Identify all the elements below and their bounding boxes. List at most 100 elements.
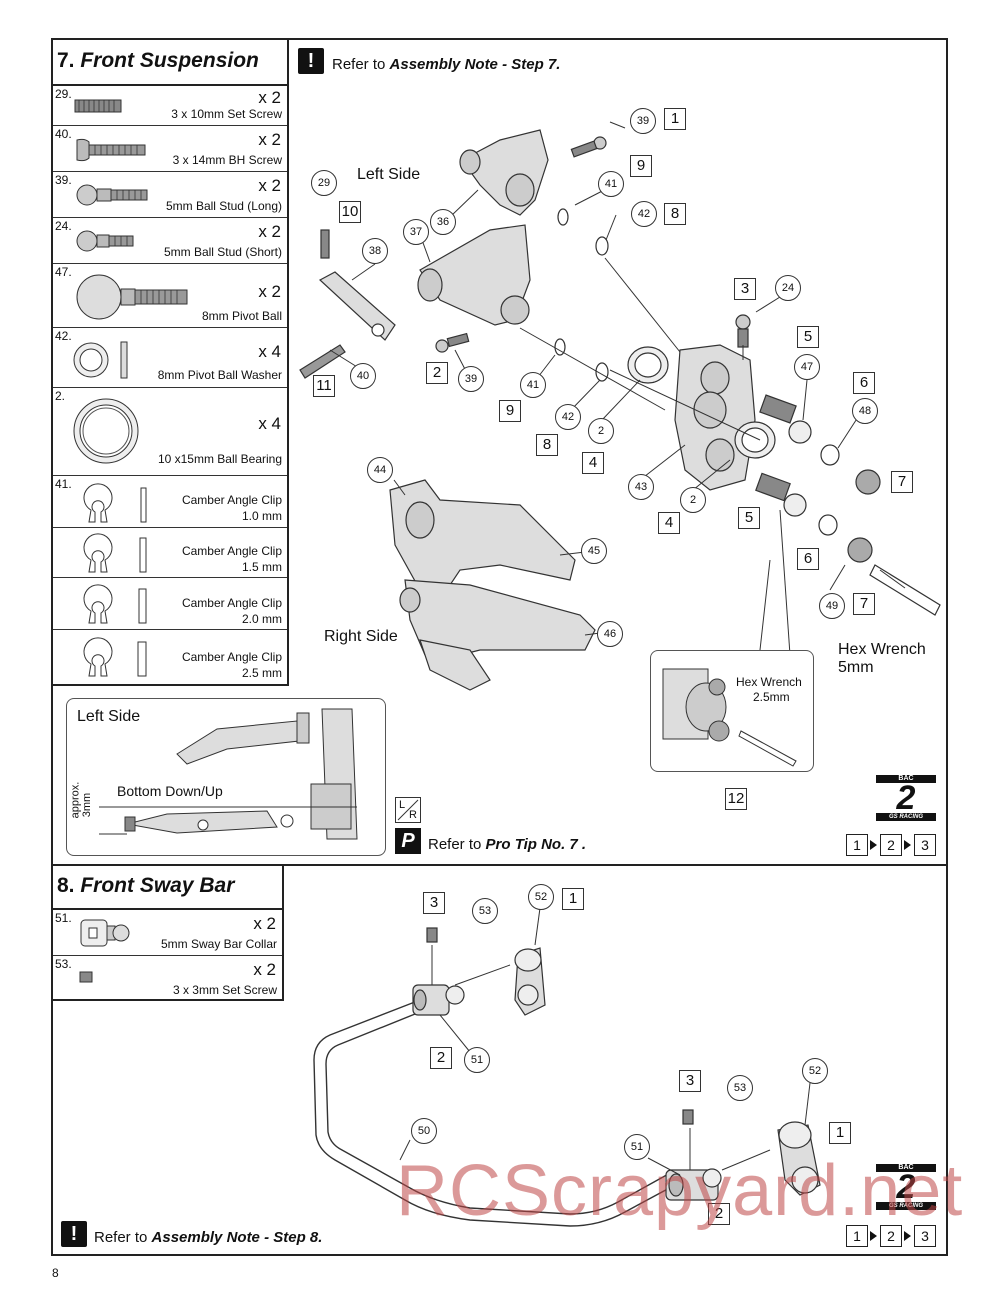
part-callout: 51 xyxy=(624,1134,650,1160)
step-box: 9 xyxy=(630,155,652,177)
camber-clip-icon xyxy=(83,533,147,573)
sway-bar-collar-icon xyxy=(80,919,130,947)
part-callout: 38 xyxy=(362,238,388,264)
part-callout: 49 xyxy=(819,593,845,619)
step-box: 3 xyxy=(423,892,445,914)
step-box: 1 xyxy=(664,108,686,130)
step-box: 9 xyxy=(499,400,521,422)
part-callout: 41 xyxy=(598,171,624,197)
step-box: 2 xyxy=(426,362,448,384)
lr-icon: L R xyxy=(395,797,421,823)
part-callout: 39 xyxy=(630,108,656,134)
ball-stud-long-icon xyxy=(76,184,148,206)
pro-tip-note: Refer to Pro Tip No. 7 . xyxy=(428,836,587,853)
step-box: 2 xyxy=(708,1203,730,1225)
bac-logo: BAC 2 GS RACING xyxy=(872,775,940,823)
divider xyxy=(51,684,289,686)
part-callout: 44 xyxy=(367,457,393,483)
step8-title: 8. Front Sway Bar xyxy=(57,874,235,897)
part-callout: 47 xyxy=(794,354,820,380)
step-box: 3 xyxy=(734,278,756,300)
arrow-right-icon xyxy=(870,840,877,850)
sequence-indicator: 1 2 3 xyxy=(846,1225,942,1247)
part-callout: 37 xyxy=(403,219,429,245)
arrow-right-icon xyxy=(870,1231,877,1241)
part-row: Camber Angle Clip 2.5 mm xyxy=(53,630,287,684)
part-callout: 50 xyxy=(411,1118,437,1144)
part-row: 24. x 2 5mm Ball Stud (Short) xyxy=(53,218,287,264)
divider xyxy=(51,864,948,866)
part-callout: 53 xyxy=(727,1075,753,1101)
step-box: 8 xyxy=(664,203,686,225)
part-callout: 39 xyxy=(458,366,484,392)
part-callout: 42 xyxy=(555,404,581,430)
divider xyxy=(51,908,284,910)
step-box: 5 xyxy=(738,507,760,529)
part-callout: 53 xyxy=(472,898,498,924)
part-callout: 52 xyxy=(802,1058,828,1084)
part-callout: 2 xyxy=(588,418,614,444)
washer-icon xyxy=(73,341,128,379)
part-callout: 29 xyxy=(311,170,337,196)
part-row: 39. x 2 5mm Ball Stud (Long) xyxy=(53,172,287,218)
bh-screw-icon xyxy=(76,138,146,162)
part-row: 47. x 2 8mm Pivot Ball xyxy=(53,264,287,328)
divider xyxy=(51,999,284,1001)
step-box: 4 xyxy=(582,452,604,474)
ball-stud-short-icon xyxy=(76,230,134,252)
step-box: 5 xyxy=(797,326,819,348)
camber-drawing xyxy=(99,708,358,840)
hex-wrench-size: 5mm xyxy=(838,659,874,676)
warning-icon: ! xyxy=(61,1221,87,1247)
step-box: 8 xyxy=(536,434,558,456)
divider xyxy=(287,38,289,684)
part-callout: 51 xyxy=(464,1047,490,1073)
camber-clip-icon xyxy=(83,637,147,677)
watermark: RCScrapyard.net xyxy=(396,1151,964,1231)
camber-clip-icon xyxy=(83,584,147,624)
part-row: 53. x 2 3 x 3mm Set Screw xyxy=(55,957,277,997)
bac-logo: BAC 2 GS RACING xyxy=(872,1164,940,1212)
arrow-right-icon xyxy=(904,1231,911,1241)
part-callout: 45 xyxy=(581,538,607,564)
warning-icon: ! xyxy=(298,48,324,74)
step-box: 10 xyxy=(339,201,361,223)
part-row: 29. x 2 3 x 10mm Set Screw xyxy=(53,86,287,126)
part-callout: 2 xyxy=(680,487,706,513)
part-row: Camber Angle Clip 1.5 mm xyxy=(53,528,287,578)
step7-title: 7. Front Suspension xyxy=(57,49,259,73)
part-row: 2. x 4 10 x15mm Ball Bearing xyxy=(53,388,287,476)
step-box: 12 xyxy=(725,788,747,810)
step-title-text: Front Suspension xyxy=(80,49,259,72)
step-box: 7 xyxy=(853,593,875,615)
pro-tip-icon: P xyxy=(395,828,421,854)
part-callout: 24 xyxy=(775,275,801,301)
pivot-ball-icon xyxy=(76,274,188,320)
sequence-indicator: 1 2 3 xyxy=(846,834,942,856)
step-box: 6 xyxy=(853,372,875,394)
part-callout: 41 xyxy=(520,372,546,398)
step-box: 7 xyxy=(891,471,913,493)
step-number: 7. xyxy=(57,49,75,72)
camber-clip-icon xyxy=(83,483,147,523)
left-side-label: Left Side xyxy=(357,166,421,183)
camber-inset: Left Side Bottom Down/Up approx. 3mm xyxy=(66,698,386,856)
arrow-right-icon xyxy=(904,840,911,850)
assembly-note-step8: Refer to Assembly Note - Step 8. xyxy=(94,1229,323,1246)
step-box: 11 xyxy=(313,375,335,397)
part-callout: 48 xyxy=(852,398,878,424)
divider xyxy=(51,84,289,86)
step-box: 1 xyxy=(829,1122,851,1144)
page-number: 8 xyxy=(52,1266,59,1280)
page-frame xyxy=(51,38,948,1256)
step-box: 4 xyxy=(658,512,680,534)
step-box: 1 xyxy=(562,888,584,910)
part-row: 40. x 2 3 x 14mm BH Screw xyxy=(53,126,287,172)
step-box: 2 xyxy=(430,1047,452,1069)
hex-wrench-detail: Hex Wrench 2.5mm xyxy=(650,650,814,772)
part-callout: 36 xyxy=(430,209,456,235)
bearing-icon xyxy=(73,398,139,464)
part-row: 41. Camber Angle Clip 1.0 mm xyxy=(53,476,287,528)
